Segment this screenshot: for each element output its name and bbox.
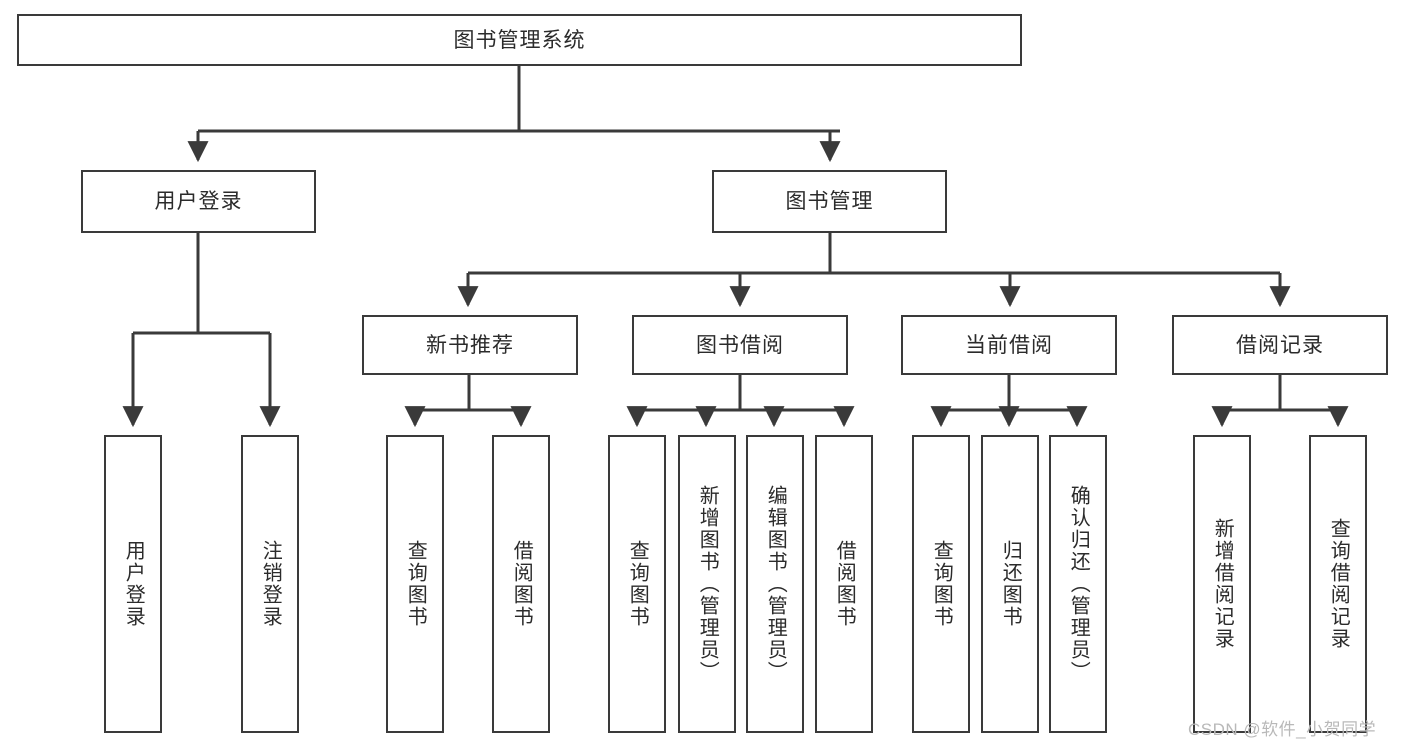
leaf-user-login[interactable]: 用户登录 xyxy=(104,435,162,733)
node-borrow-record[interactable]: 借阅记录 xyxy=(1172,315,1388,375)
node-label: 新增借阅记录 xyxy=(1211,518,1234,650)
node-label: 归还图书 xyxy=(999,540,1022,628)
node-current-borrow[interactable]: 当前借阅 xyxy=(901,315,1117,375)
node-label: 图书管理 xyxy=(785,190,874,213)
node-label: 图书借阅 xyxy=(696,333,784,357)
csdn-watermark: CSDN @软件_小贺同学 xyxy=(1188,720,1377,739)
node-label: 借阅图书 xyxy=(833,540,856,628)
node-label: 编辑图书（管理员） xyxy=(764,485,787,683)
node-label: 借阅图书 xyxy=(510,540,533,628)
node-label: 新增图书（管理员） xyxy=(696,485,719,683)
leaf-edit-book-admin[interactable]: 编辑图书（管理员） xyxy=(746,435,804,733)
leaf-query-book-borrow[interactable]: 查询图书 xyxy=(608,435,666,733)
node-label: 查询图书 xyxy=(404,540,427,628)
leaf-logout[interactable]: 注销登录 xyxy=(241,435,299,733)
leaf-query-book-recommend[interactable]: 查询图书 xyxy=(386,435,444,733)
node-label: 新书推荐 xyxy=(426,333,514,357)
leaf-add-book-admin[interactable]: 新增图书（管理员） xyxy=(678,435,736,733)
node-new-book-recommend[interactable]: 新书推荐 xyxy=(362,315,578,375)
leaf-add-borrow-record[interactable]: 新增借阅记录 xyxy=(1193,435,1251,733)
leaf-confirm-return-admin[interactable]: 确认归还（管理员） xyxy=(1049,435,1107,733)
node-user-login[interactable]: 用户登录 xyxy=(81,170,316,233)
node-root-system[interactable]: 图书管理系统 xyxy=(17,14,1022,66)
node-label: 借阅记录 xyxy=(1236,333,1324,357)
leaf-query-book-current[interactable]: 查询图书 xyxy=(912,435,970,733)
node-book-borrow[interactable]: 图书借阅 xyxy=(632,315,848,375)
leaf-borrow-book[interactable]: 借阅图书 xyxy=(815,435,873,733)
node-label: 确认归还（管理员） xyxy=(1067,485,1090,683)
leaf-borrow-book-recommend[interactable]: 借阅图书 xyxy=(492,435,550,733)
node-label: 用户登录 xyxy=(154,190,243,213)
node-label: 注销登录 xyxy=(259,540,282,628)
leaf-return-book[interactable]: 归还图书 xyxy=(981,435,1039,733)
leaf-query-borrow-record[interactable]: 查询借阅记录 xyxy=(1309,435,1367,733)
node-label: 查询借阅记录 xyxy=(1327,518,1350,650)
node-label: 查询图书 xyxy=(930,540,953,628)
node-label: 查询图书 xyxy=(626,540,649,628)
node-label: 图书管理系统 xyxy=(453,28,586,52)
node-label: 用户登录 xyxy=(122,540,145,628)
node-book-management[interactable]: 图书管理 xyxy=(712,170,947,233)
node-label: 当前借阅 xyxy=(965,333,1053,357)
